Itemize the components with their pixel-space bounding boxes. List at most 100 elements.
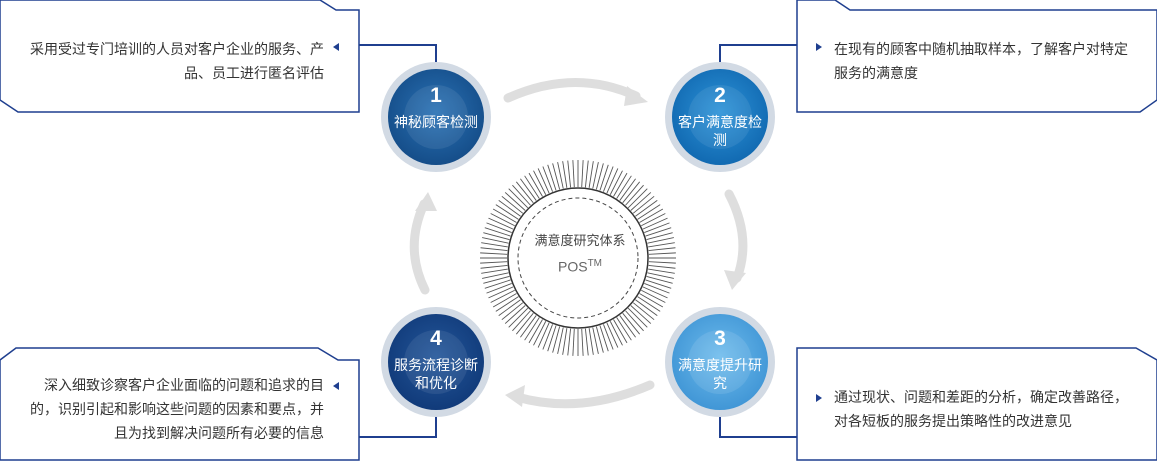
center-tick <box>498 200 521 217</box>
center-tick <box>501 302 524 321</box>
cycle-arrow-2-3 <box>724 189 748 283</box>
center-tick <box>648 261 676 264</box>
center-tick <box>606 168 619 194</box>
center-circle <box>480 160 676 356</box>
center-tick <box>486 283 512 294</box>
cycle-arrow-3-4 <box>512 380 655 409</box>
center-tick <box>480 261 508 264</box>
center-tick <box>632 302 655 321</box>
center-tick <box>547 325 557 352</box>
pos-text: POS <box>557 258 588 275</box>
center-tick <box>547 164 557 191</box>
center-tick <box>482 237 509 244</box>
bullet-icon-1 <box>333 43 339 51</box>
center-tick <box>603 324 614 350</box>
center-tick <box>641 289 666 303</box>
center-tick <box>642 217 668 230</box>
center-tick <box>512 310 531 332</box>
center-tick <box>552 163 561 190</box>
center-tick <box>646 275 673 284</box>
center-tick <box>483 232 510 241</box>
center-tick <box>533 170 547 195</box>
center-tick <box>639 293 664 308</box>
center-tick <box>606 322 619 348</box>
center-pos-label: POSTM <box>505 258 655 275</box>
center-tick <box>644 222 670 233</box>
center-tick <box>481 268 508 274</box>
center-tick <box>488 217 514 230</box>
center-tick <box>622 312 641 335</box>
bullet-icon-4 <box>333 382 339 390</box>
center-tick <box>504 192 526 211</box>
center-tick <box>613 172 628 197</box>
center-tick <box>645 279 672 289</box>
step-3-number: 3 <box>714 327 726 350</box>
desc-box-3 <box>796 347 1157 461</box>
center-title: 满意度研究体系 <box>534 234 626 249</box>
center-tick <box>480 264 508 269</box>
step-4-number: 4 <box>430 327 442 350</box>
step-1-label: 神秘顾客检测 <box>394 115 478 131</box>
connector-1 <box>359 44 437 62</box>
center-tick <box>648 242 675 248</box>
center-tick <box>639 208 664 223</box>
arrow-head-4-1 <box>415 192 437 211</box>
center-tick <box>524 317 540 341</box>
center-tick <box>537 322 550 348</box>
step-2-label: 客户满意度检测 <box>678 115 762 149</box>
center-tick <box>508 188 529 209</box>
bullet-icon-2 <box>816 43 822 51</box>
cycle-arrow-4-1 <box>409 199 430 295</box>
center-tick <box>480 247 508 252</box>
center-tick <box>632 195 655 214</box>
center-tick <box>581 160 584 188</box>
connector-4 <box>359 417 437 438</box>
center-tick <box>630 192 652 211</box>
step-3-description: 通过现状、问题和差距的分析，确定改善路径，对各短板的服务提出策略性的改进意见 <box>834 390 1128 430</box>
center-tick <box>480 252 508 255</box>
center-tick <box>609 170 623 195</box>
center-tick <box>486 222 512 233</box>
center-tick <box>533 321 547 346</box>
center-tick <box>648 247 676 252</box>
center-tick <box>619 315 636 338</box>
center-tick <box>520 315 537 338</box>
cycle-arrow-1-2 <box>503 78 641 103</box>
center-tick <box>647 272 674 279</box>
center-tick <box>627 307 648 328</box>
center-tick <box>625 184 644 206</box>
center-tick <box>595 326 604 353</box>
center-tick <box>488 286 514 299</box>
center-tick <box>490 213 515 227</box>
center-tick <box>588 328 594 355</box>
center-tick <box>619 178 636 201</box>
center-tick <box>557 162 564 189</box>
center-tick <box>599 325 609 352</box>
center-tick <box>622 181 641 204</box>
center-tick <box>648 268 675 274</box>
center-tick <box>490 289 515 303</box>
center-tick <box>484 279 511 289</box>
center-tick <box>588 161 594 188</box>
step-circle-4 <box>381 307 491 417</box>
center-tick <box>482 272 509 279</box>
center-tick <box>592 327 599 354</box>
step-1-number: 1 <box>430 84 442 107</box>
center-tick <box>646 232 673 241</box>
center-tick <box>595 163 604 190</box>
center-tick <box>592 162 599 189</box>
center-tick <box>641 213 666 227</box>
step-circle-3 <box>665 307 775 417</box>
center-tick <box>483 275 510 284</box>
center-tick <box>584 328 589 356</box>
center-tick <box>616 317 632 341</box>
center-tick <box>495 204 519 220</box>
center-tick <box>572 160 575 188</box>
center-tick <box>648 252 676 255</box>
step-2-number: 2 <box>714 84 726 107</box>
center-tick <box>492 208 517 223</box>
connector-3 <box>719 417 797 438</box>
trademark-text: TM <box>587 258 603 269</box>
center-tick <box>542 166 553 192</box>
